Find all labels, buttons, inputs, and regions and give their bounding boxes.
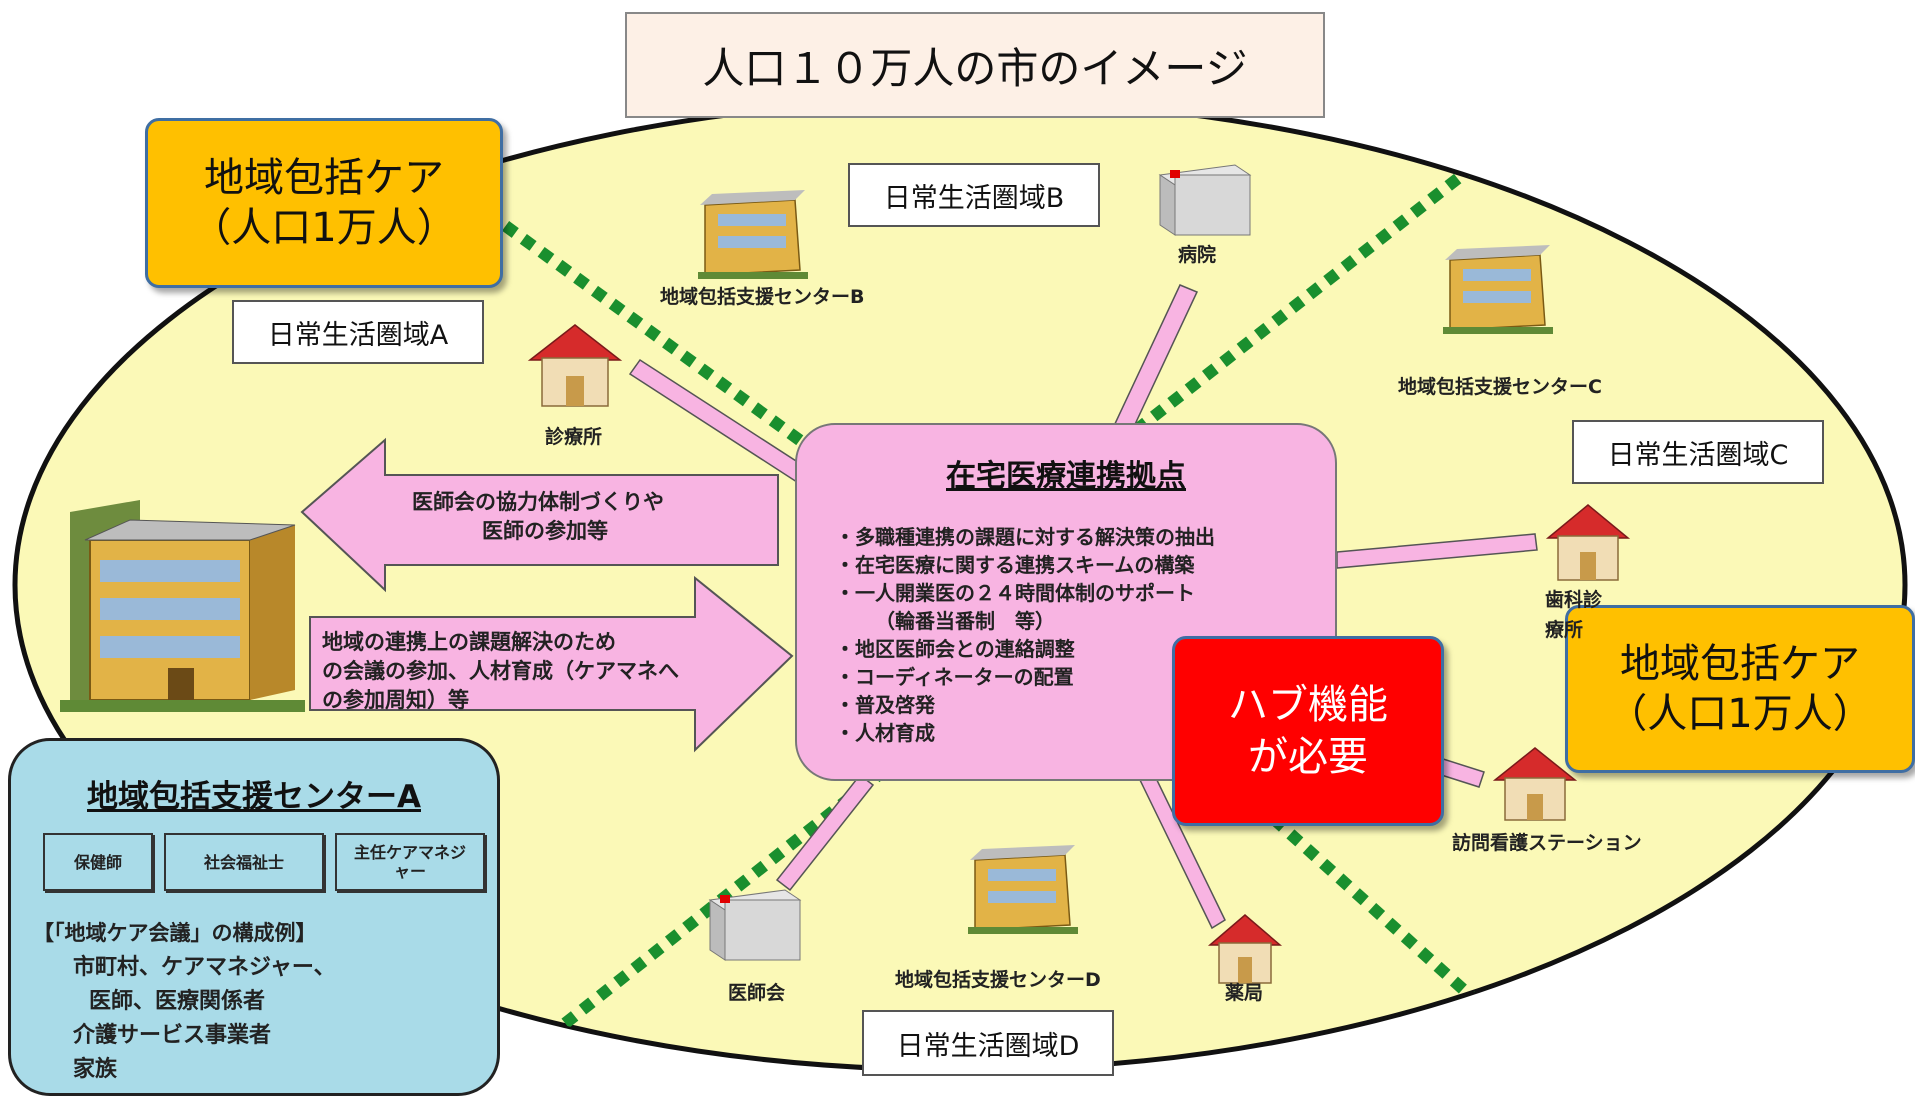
center-b-building-icon: [698, 190, 808, 279]
diagram-title: 人口１０万人の市のイメージ: [625, 12, 1325, 118]
meeting-member-list: 市町村、ケアマネジャー、 医師、医療関係者 介護サービス事業者 家族: [73, 951, 336, 1087]
list-item: （輪番当番制 等）: [875, 609, 1055, 633]
community-care-line2: （人口1万人）: [1607, 691, 1873, 737]
role-chip-public-health-nurse: 保健師: [43, 833, 153, 891]
arrow-left-line2: 医師の参加等: [482, 519, 608, 543]
role-chip-care-manager: 主任ケアマネジャー: [335, 833, 485, 891]
center-a-title: 地域包括支援センターA: [87, 779, 421, 815]
community-care-box-right: 地域包括ケア （人口1万人）: [1565, 605, 1915, 773]
list-item: 医師、医療関係者: [89, 989, 266, 1014]
list-item: 介護サービス事業者: [73, 1023, 272, 1048]
community-care-line2: （人口1万人）: [191, 205, 457, 251]
list-item: 普及啓発: [835, 691, 1215, 719]
facility-label-center-c: 地域包括支援センターC: [1398, 376, 1602, 398]
list-item: 市町村、ケアマネジャー、: [73, 955, 336, 980]
connector-medical-association: [775, 773, 875, 892]
meeting-heading: 【「地域ケア会議」の構成例】: [33, 921, 317, 945]
area-label-a: 日常生活圏域A: [232, 300, 484, 364]
divider-line-southwest: [496, 765, 889, 1070]
dental-clinic-house-icon: [1545, 504, 1631, 581]
facility-label-clinic: 診療所: [545, 426, 603, 448]
arrow-left-line1: 医師会の協力体制づくりや: [412, 490, 664, 514]
arrow-right-line2: の会議の参加、人材育成（ケアマネへ: [322, 659, 679, 683]
arrow-right-line1: 地域の連携上の課題解決のため: [322, 630, 616, 654]
home-medical-collaboration-hub: 在宅医療連携拠点 多職種連携の課題に対する解決策の抽出 在宅医療に関する連携スキ…: [795, 423, 1337, 781]
clinic-house-icon: [527, 324, 623, 407]
area-label-b: 日常生活圏域B: [848, 163, 1100, 227]
facility-label-dental: 歯科診療所: [1545, 589, 1603, 641]
center-a-panel: 地域包括支援センターA 保健師 社会福祉士 主任ケアマネジャー 【「地域ケア会議…: [8, 738, 500, 1096]
list-item: 地区医師会との連絡調整: [835, 635, 1215, 663]
list-item: 人材育成: [835, 719, 1215, 747]
facility-label-hospital: 病院: [1178, 244, 1217, 266]
center-c-building-icon: [1443, 245, 1553, 334]
area-label-d: 日常生活圏域D: [862, 1010, 1114, 1076]
divider-line-northwest: [466, 195, 824, 460]
list-item: コーディネーターの配置: [835, 663, 1215, 691]
list-item: 家族: [73, 1057, 118, 1082]
pharmacy-house-icon: [1207, 914, 1283, 984]
hub-title: 在宅医療連携拠点: [946, 459, 1186, 494]
community-care-line1: 地域包括ケア: [204, 155, 444, 201]
role-chip-social-worker: 社会福祉士: [164, 833, 324, 891]
arrow-right-text: 地域の連携上の課題解決のため の会議の参加、人材育成（ケアマネへ の参加周知）等: [322, 628, 679, 715]
hub-function-line2: が必要: [1248, 734, 1368, 780]
facility-label-visiting-nursing: 訪問看護ステーション: [1452, 832, 1642, 854]
facility-label-center-b: 地域包括支援センターB: [660, 286, 865, 308]
arrow-to-center-hub: [309, 575, 794, 753]
list-item: 多職種連携の課題に対する解決策の抽出: [835, 523, 1215, 551]
area-label-c: 日常生活圏域C: [1572, 420, 1824, 484]
center-a-building-icon: [60, 500, 305, 712]
community-care-line1: 地域包括ケア: [1620, 641, 1860, 687]
medical-association-icon: [708, 889, 802, 961]
divider-line-northeast: [1126, 160, 1479, 440]
facility-label-center-d: 地域包括支援センターD: [895, 969, 1101, 991]
community-care-box-left: 地域包括ケア （人口1万人）: [145, 118, 503, 288]
hub-function-needed-box: ハブ機能 が必要: [1172, 636, 1444, 826]
hub-function-line1: ハブ機能: [1228, 682, 1388, 728]
hub-task-list: 多職種連携の課題に対する解決策の抽出 在宅医療に関する連携スキームの構築 一人開…: [835, 523, 1215, 747]
visiting-nursing-house-icon: [1492, 747, 1578, 821]
facility-label-pharmacy: 薬局: [1225, 982, 1264, 1004]
arrow-to-center-a: [300, 437, 779, 593]
list-item: 在宅医療に関する連携スキームの構築: [835, 551, 1215, 579]
connector-dental: [1336, 533, 1538, 569]
list-item: 一人開業医の２４時間体制のサポート: [835, 579, 1215, 607]
center-d-building-icon: [968, 845, 1078, 934]
hospital-icon: [1158, 164, 1252, 236]
facility-label-medical-association: 医師会: [728, 982, 786, 1004]
arrow-left-text: 医師会の協力体制づくりや 医師の参加等: [412, 488, 664, 546]
arrow-right-line3: の参加周知）等: [322, 688, 469, 712]
